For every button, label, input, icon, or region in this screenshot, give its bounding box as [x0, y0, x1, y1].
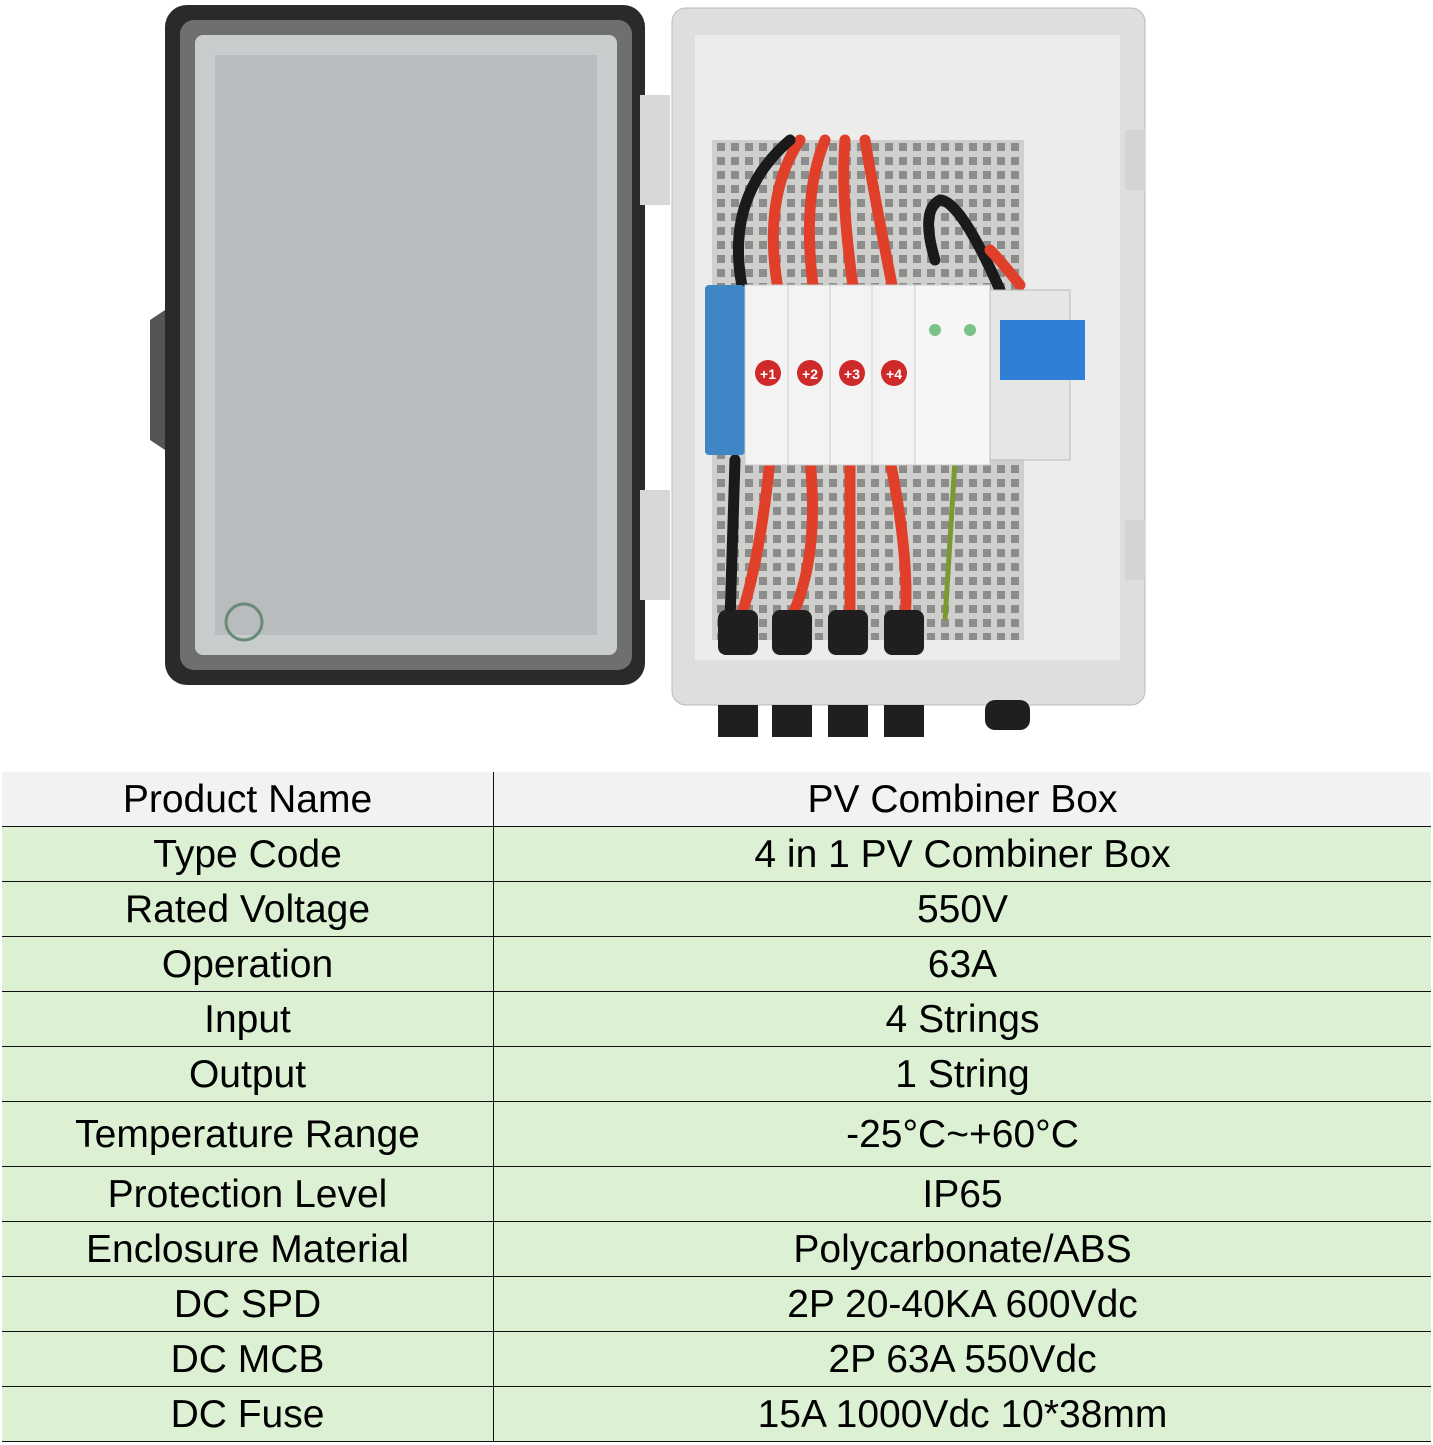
spec-value: 2P 20-40KA 600Vdc [493, 1276, 1431, 1332]
spec-value: 2P 63A 550Vdc [493, 1331, 1431, 1387]
spec-value: 4 Strings [493, 991, 1431, 1047]
spec-value: 550V [493, 881, 1431, 937]
fuse-holders: +1 +2 +3 +4 [744, 284, 916, 466]
transparent-lid [150, 5, 670, 685]
spec-key: Enclosure Material [2, 1221, 494, 1277]
spec-value: 15A 1000Vdc 10*38mm [493, 1386, 1431, 1442]
spec-value: -25°C~+60°C [493, 1101, 1431, 1167]
spec-key: DC SPD [2, 1276, 494, 1332]
table-row: Temperature Range-25°C~+60°C [2, 1101, 1431, 1167]
spec-key: Rated Voltage [2, 881, 494, 937]
spec-key: Temperature Range [2, 1101, 494, 1167]
spec-value: 4 in 1 PV Combiner Box [493, 826, 1431, 882]
fuse-label: +4 [886, 366, 902, 382]
product-photo: +1 +2 +3 +4 [150, 5, 1146, 737]
qc-pass-sticker [224, 602, 264, 642]
spec-key: Operation [2, 936, 494, 992]
enclosure-box: +1 +2 +3 +4 [671, 7, 1146, 737]
spec-key: Type Code [2, 826, 494, 882]
spec-key: DC MCB [2, 1331, 494, 1387]
fuse-label: +2 [802, 366, 818, 382]
spec-value: Polycarbonate/ABS [493, 1221, 1431, 1277]
spec-key: DC Fuse [2, 1386, 494, 1442]
spec-key: Protection Level [2, 1166, 494, 1222]
spec-value: IP65 [493, 1166, 1431, 1222]
spec-key: Output [2, 1046, 494, 1102]
surge-protector [914, 284, 991, 466]
fuse-label: +3 [844, 366, 860, 382]
spec-value: PV Combiner Box [493, 772, 1431, 827]
fuse-label: +1 [760, 366, 776, 382]
spec-key: Product Name [2, 772, 494, 827]
spec-key: Input [2, 991, 494, 1047]
spec-value: 1 String [493, 1046, 1431, 1102]
spec-value: 63A [493, 936, 1431, 992]
